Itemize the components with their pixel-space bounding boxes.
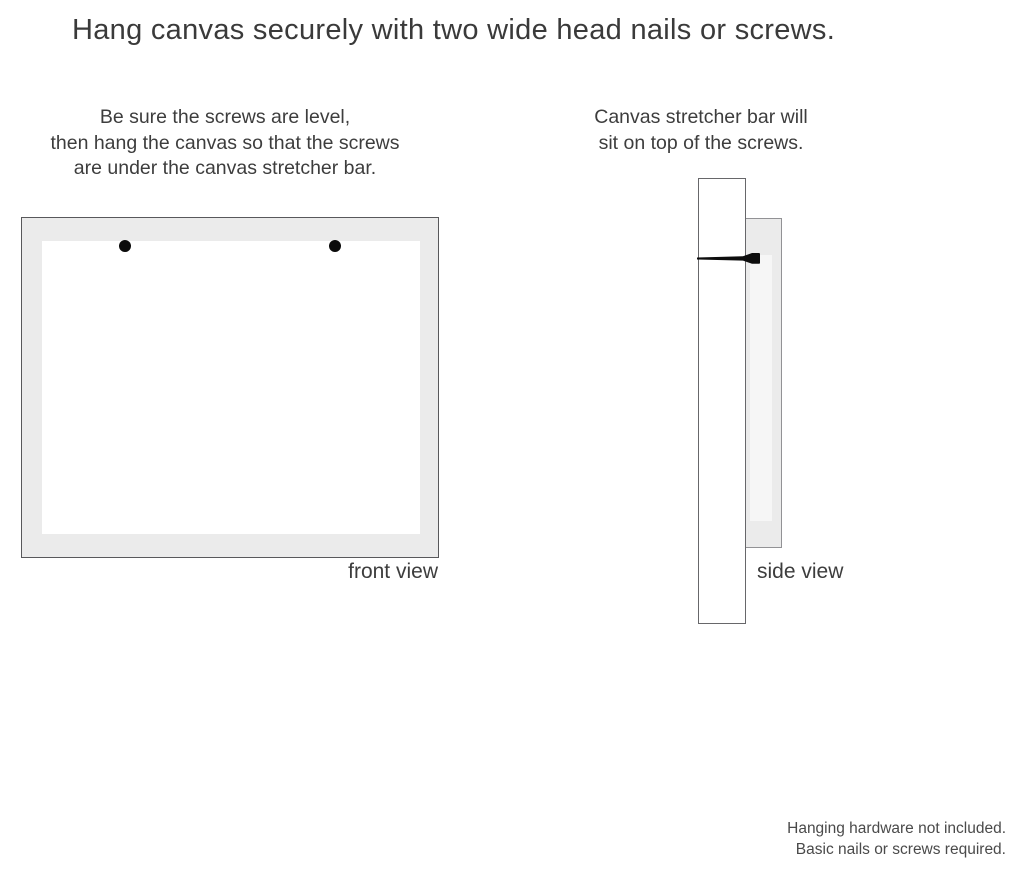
front-view-instruction-line-3: are under the canvas stretcher bar. bbox=[73, 157, 377, 179]
canvas-front-frame bbox=[21, 217, 439, 558]
nail-side-icon bbox=[697, 253, 760, 264]
front-view-label: front view bbox=[348, 560, 438, 583]
nail-right-icon bbox=[329, 240, 341, 252]
nail-left-icon bbox=[119, 240, 131, 252]
canvas-front-face bbox=[42, 241, 420, 534]
stretcher-bar-side bbox=[698, 178, 746, 624]
front-view-instruction-line-2: then hang the canvas so that the screws bbox=[50, 131, 400, 154]
front-view-instruction-line-1: Be sure the screws are level, bbox=[99, 106, 351, 128]
front-view-instruction: Be sure the screws are level, then hang … bbox=[25, 105, 425, 182]
side-view-instruction-line-2: sit on top of the screws. bbox=[598, 131, 804, 154]
page-title: Hang canvas securely with two wide head … bbox=[72, 14, 836, 46]
side-view-instruction: Canvas stretcher bar will sit on top of … bbox=[551, 105, 851, 156]
hardware-footnote-line-1: Hanging hardware not included. bbox=[787, 820, 1006, 837]
side-view-label: side view bbox=[757, 560, 844, 583]
side-view-instruction-line-1: Canvas stretcher bar will bbox=[594, 106, 808, 128]
hardware-footnote: Hanging hardware not included. Basic nai… bbox=[787, 818, 1006, 860]
canvas-side-edge-highlight bbox=[750, 255, 772, 521]
hardware-footnote-line-2: Basic nails or screws required. bbox=[795, 841, 1006, 858]
canvas-side-edge bbox=[745, 218, 782, 548]
